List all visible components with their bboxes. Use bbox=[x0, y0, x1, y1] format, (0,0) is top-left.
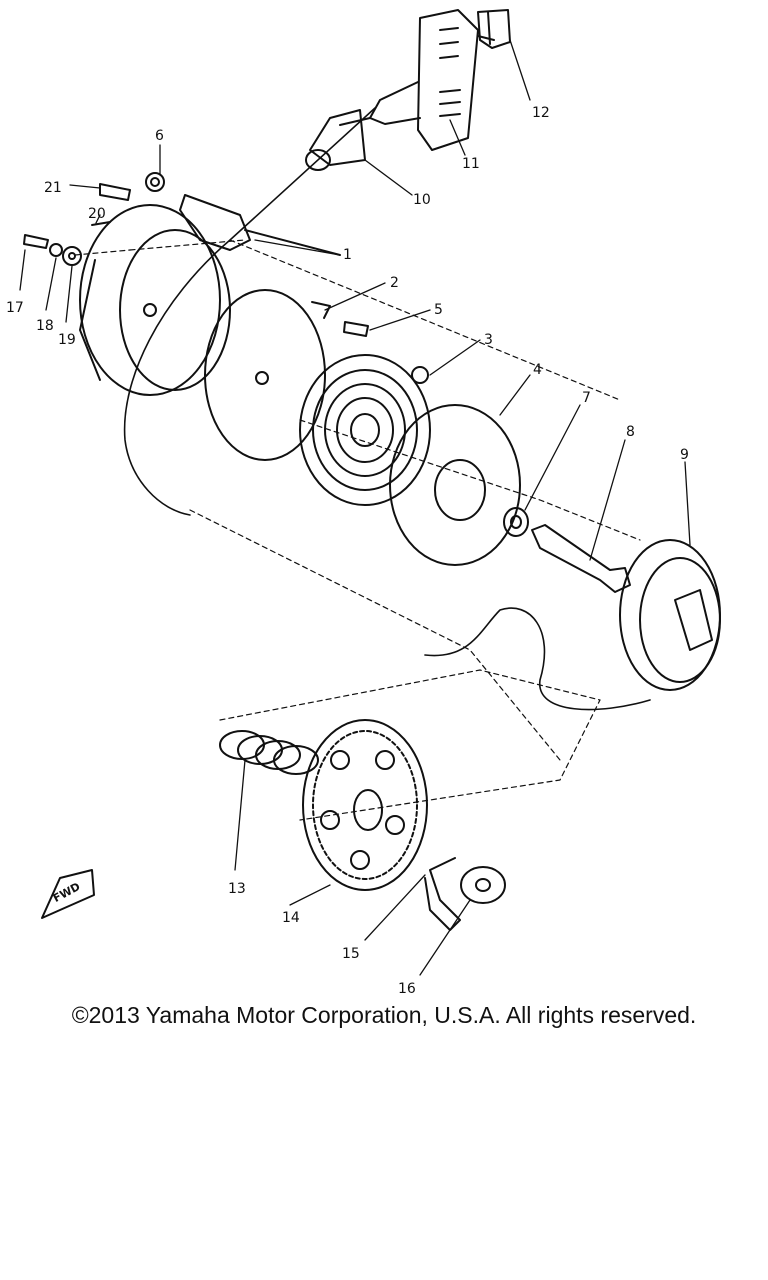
starter-case-part bbox=[79, 194, 341, 396]
ratchet-gear-part bbox=[302, 719, 428, 891]
part-label-5: 5 bbox=[434, 302, 443, 318]
fwd-direction-icon bbox=[41, 869, 95, 919]
part-label-16: 16 bbox=[398, 981, 416, 997]
part-label-19: 19 bbox=[58, 332, 76, 348]
part-label-6: 6 bbox=[155, 128, 164, 144]
part-label-2: 2 bbox=[390, 275, 399, 291]
starter-handle-part bbox=[369, 9, 495, 151]
part-label-8: 8 bbox=[626, 424, 635, 440]
copyright-notice: ©2013 Yamaha Motor Corporation, U.S.A. A… bbox=[71, 1002, 697, 1028]
part-label-21: 21 bbox=[44, 180, 62, 196]
leader-lines bbox=[19, 39, 691, 976]
washer-part bbox=[503, 507, 529, 537]
part-number-labels: 12 11 10 1 2 5 3 4 7 8 9 6 21 20 17 18 1… bbox=[6, 105, 689, 997]
pulley-part bbox=[619, 539, 721, 691]
part-label-7: 7 bbox=[582, 390, 591, 406]
starter-rope bbox=[123, 107, 651, 711]
part-label-20: 20 bbox=[88, 206, 106, 222]
plate-part bbox=[204, 289, 331, 461]
shaft-part bbox=[531, 524, 631, 593]
thrust-washer-part bbox=[460, 866, 506, 904]
part-label-11: 11 bbox=[462, 156, 480, 172]
part-label-13: 13 bbox=[228, 881, 246, 897]
assembly-guides bbox=[74, 239, 641, 821]
clip-spring-part bbox=[424, 857, 461, 931]
part-label-18: 18 bbox=[36, 318, 54, 334]
part-label-9: 9 bbox=[680, 447, 689, 463]
part-label-3: 3 bbox=[484, 332, 493, 348]
handle-grip-part bbox=[477, 9, 511, 49]
coil-spring-part bbox=[219, 730, 319, 775]
rope-guide-part bbox=[305, 109, 371, 171]
fasteners bbox=[23, 172, 369, 337]
part-label-10: 10 bbox=[413, 192, 431, 208]
part-label-15: 15 bbox=[342, 946, 360, 962]
part-label-1: 1 bbox=[343, 247, 352, 263]
part-label-17: 17 bbox=[6, 300, 24, 316]
exploded-parts-diagram: 12 11 10 1 2 5 3 4 7 8 9 6 21 20 17 18 1… bbox=[6, 9, 721, 997]
spiral-spring-part bbox=[299, 354, 431, 506]
part-label-14: 14 bbox=[282, 910, 300, 926]
blank-area bbox=[0, 1040, 768, 1280]
spring-cover-part bbox=[389, 404, 521, 566]
part-label-4: 4 bbox=[533, 362, 542, 378]
part-label-12: 12 bbox=[532, 105, 550, 121]
